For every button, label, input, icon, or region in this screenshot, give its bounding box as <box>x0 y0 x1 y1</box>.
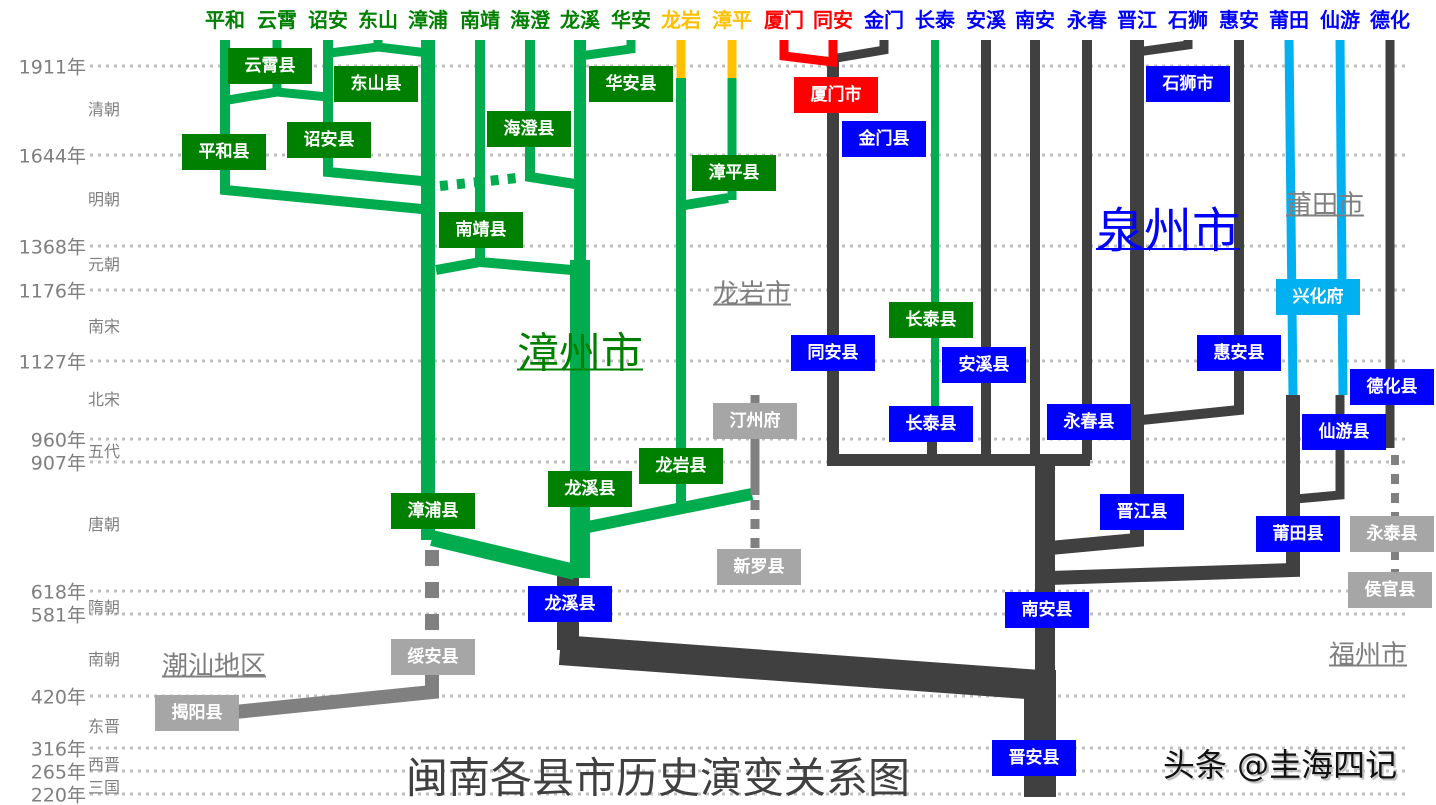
column-header: 平和 <box>205 8 245 32</box>
county-box[interactable]: 永春县 <box>1047 404 1131 440</box>
dynasty-label: 西晋 <box>88 755 121 774</box>
county-box[interactable]: 晋江县 <box>1100 494 1184 530</box>
yellow-lines <box>676 40 737 78</box>
year-tick-label: 265年 <box>30 761 86 784</box>
county-box[interactable]: 晋安县 <box>992 740 1076 776</box>
dynasty-label: 五代 <box>88 442 121 461</box>
column-header: 莆田 <box>1269 8 1309 32</box>
county-box[interactable]: 漳浦县 <box>391 493 475 529</box>
county-box[interactable]: 侯官县 <box>1348 572 1432 608</box>
county-box[interactable]: 绥安县 <box>391 639 475 675</box>
year-tick-label: 907年 <box>30 452 86 475</box>
column-header: 龙溪 <box>560 8 600 32</box>
region-longyan[interactable]: 龙岩市 <box>712 279 792 310</box>
county-box[interactable]: 厦门市 <box>794 77 878 113</box>
county-box[interactable]: 漳平县 <box>692 155 776 191</box>
column-header: 华安 <box>611 8 651 32</box>
county-box[interactable]: 南安县 <box>1005 592 1089 628</box>
dynasty-label: 北宋 <box>88 390 121 409</box>
year-tick-label: 1644年 <box>18 145 86 168</box>
dynasty-label: 唐朝 <box>88 515 121 534</box>
year-tick-label: 220年 <box>30 784 86 805</box>
dynasty-label: 隋朝 <box>88 598 121 617</box>
county-box[interactable]: 云霄县 <box>228 48 312 84</box>
county-box[interactable]: 东山县 <box>334 66 418 102</box>
region-chaoshan[interactable]: 潮汕地区 <box>161 651 267 682</box>
blue-lines <box>1284 39 1348 396</box>
year-tick-label: 316年 <box>30 738 86 761</box>
county-box[interactable]: 南靖县 <box>439 212 523 248</box>
column-header: 晋江 <box>1117 8 1157 32</box>
column-header: 漳浦 <box>408 8 448 32</box>
column-header: 漳平 <box>712 8 752 32</box>
county-box[interactable]: 龙溪县 <box>528 586 612 622</box>
year-tick-label: 1176年 <box>18 280 86 303</box>
county-box[interactable]: 平和县 <box>182 134 266 170</box>
county-box[interactable]: 海澄县 <box>487 111 571 147</box>
column-header: 仙游 <box>1320 8 1360 32</box>
region-fuzhou[interactable]: 福州市 <box>1328 640 1408 671</box>
dynasty-label: 南朝 <box>88 650 121 669</box>
year-tick-label: 1368年 <box>18 236 86 259</box>
county-box[interactable]: 德化县 <box>1350 369 1434 405</box>
diagram-title: 闽南各县市历史演变关系图 <box>405 753 911 803</box>
dynasty-label: 东晋 <box>88 717 121 736</box>
watermark: 头条 @圭海四记 <box>1162 746 1398 784</box>
column-header: 诏安 <box>308 8 348 32</box>
region-zhangzhou[interactable]: 漳州市 <box>516 328 644 378</box>
dynasty-label: 明朝 <box>88 190 121 209</box>
column-header: 龙岩 <box>661 8 701 32</box>
column-header: 厦门 <box>764 8 804 32</box>
county-box[interactable]: 揭阳县 <box>155 695 239 731</box>
year-tick-label: 618年 <box>30 581 86 604</box>
county-box[interactable]: 兴化府 <box>1276 279 1360 315</box>
county-box[interactable]: 同安县 <box>791 335 875 371</box>
column-header: 德化 <box>1370 8 1410 32</box>
column-header: 南安 <box>1015 8 1055 32</box>
county-box[interactable]: 永泰县 <box>1350 516 1434 552</box>
column-header: 永春 <box>1067 8 1107 32</box>
column-header: 海澄 <box>510 8 550 32</box>
dynasty-label: 三国 <box>88 778 121 797</box>
column-header: 石狮 <box>1168 8 1208 32</box>
county-box[interactable]: 石狮市 <box>1146 66 1230 102</box>
column-header: 长泰 <box>915 8 955 32</box>
column-header: 同安 <box>813 8 853 32</box>
county-box[interactable]: 莆田县 <box>1256 516 1340 552</box>
year-tick-label: 960年 <box>30 429 86 452</box>
column-header: 金门 <box>864 8 904 32</box>
county-box[interactable]: 惠安县 <box>1197 335 1281 371</box>
xiamen-red-line <box>779 40 838 68</box>
county-box[interactable]: 新罗县 <box>717 549 801 585</box>
year-tick-label: 1127年 <box>18 351 86 374</box>
county-box[interactable]: 长泰县 <box>889 302 973 338</box>
region-putian[interactable]: 莆田市 <box>1285 190 1365 221</box>
county-box[interactable]: 龙岩县 <box>639 448 723 484</box>
column-header: 安溪 <box>966 8 1006 32</box>
year-tick-label: 581年 <box>30 604 86 627</box>
column-header: 云霄 <box>257 8 297 32</box>
dynasty-label: 清朝 <box>88 100 121 119</box>
county-box[interactable]: 汀州府 <box>713 403 797 439</box>
county-box[interactable]: 安溪县 <box>942 347 1026 383</box>
column-header: 东山 <box>358 8 398 32</box>
column-header: 惠安 <box>1219 8 1259 32</box>
county-box[interactable]: 诏安县 <box>287 122 371 158</box>
county-box[interactable]: 仙游县 <box>1302 414 1386 450</box>
dynasty-label: 元朝 <box>88 255 121 274</box>
year-tick-label: 1911年 <box>18 56 86 79</box>
column-header: 南靖 <box>460 8 500 32</box>
county-box[interactable]: 长泰县 <box>889 406 973 442</box>
county-box[interactable]: 金门县 <box>842 121 926 157</box>
region-quanzhou[interactable]: 泉州市 <box>1095 203 1241 259</box>
county-box[interactable]: 龙溪县 <box>548 471 632 507</box>
year-tick-label: 420年 <box>30 686 86 709</box>
county-box[interactable]: 华安县 <box>589 66 673 102</box>
dynasty-label: 南宋 <box>88 317 121 336</box>
